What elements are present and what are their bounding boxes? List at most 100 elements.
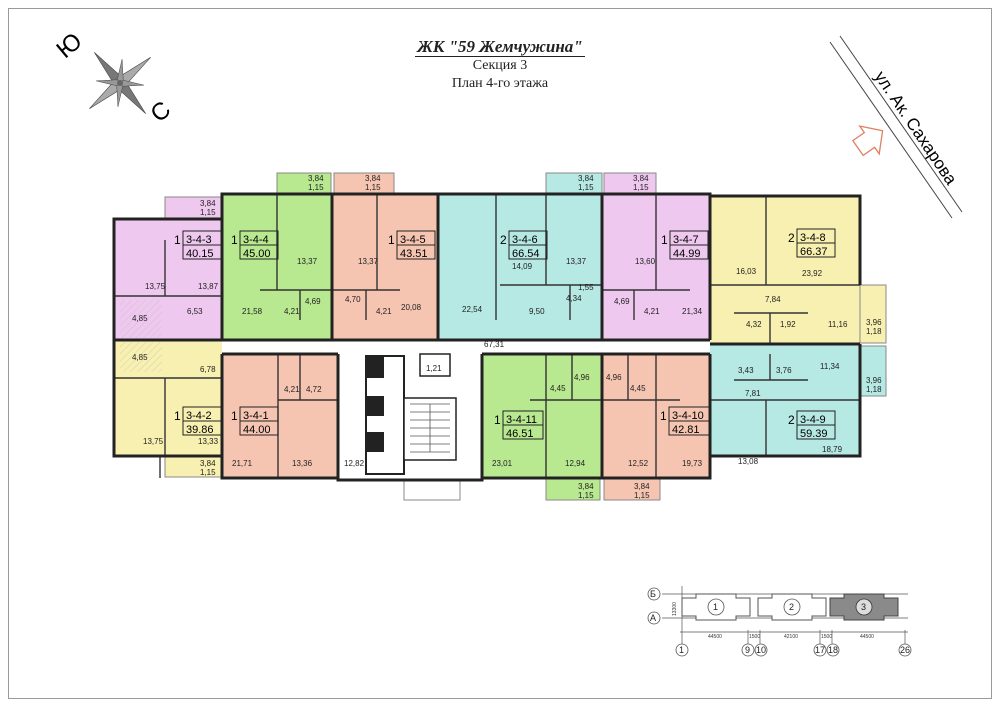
room-area: 13,75 [145,282,166,291]
stair-core-detail [365,353,457,475]
room-area: 4,21 [376,307,392,316]
hatched-slab [120,300,162,338]
balcony-area: 1,15 [633,183,649,192]
balcony-area: 3,84 [634,482,650,491]
drawing-frame [8,8,992,699]
room-area: 13,36 [292,459,313,468]
room-area: 3,43 [738,366,754,375]
key-plan-dim: 44500 [860,634,874,640]
apartment-3-4-11 [482,354,602,478]
room-area: 4,96 [606,373,622,382]
apartment-id: 3-4-3 [186,234,212,246]
room-area: 12,94 [565,459,586,468]
balcony-area: 1,15 [200,468,216,477]
floor-title: План 4-го этажа [451,76,549,91]
room-area: 13,08 [738,457,759,466]
rooms-count: 1 [388,233,395,247]
balcony-area: 1,15 [200,208,216,217]
balcony-3-4-8 [859,284,887,344]
entrance-arrow-icon [851,125,884,157]
hatched-slab [120,342,162,372]
apartment-area: 42.81 [672,424,700,436]
room-area: 20,08 [401,303,422,312]
key-plan-dim: 1500 [821,634,832,640]
rooms-count: 1 [174,409,181,423]
key-plan-dim: 1500 [749,634,760,640]
apartment-id: 3-4-5 [400,234,426,246]
balcony-area: 1,15 [365,183,381,192]
room-area: 1,18 [866,327,882,336]
key-plan-axis: 18 [828,645,838,655]
room-area: 4,69 [305,297,321,306]
room-area: 13,37 [297,257,318,266]
apartment-id: 3-4-10 [672,410,704,422]
room-area: 13,33 [198,437,219,446]
apartment-id: 3-4-11 [506,414,537,426]
room-area: 12,52 [628,459,649,468]
room-area: 4,21 [284,385,300,394]
room-area: 3,96 [866,376,882,385]
rooms-count: 1 [660,409,667,423]
rooms-count: 1 [174,233,181,247]
room-area: 4,45 [630,384,646,393]
room-area: 16,03 [736,267,757,276]
apartment-label-3-4-2: 1 3-4-2 39.86 [174,406,222,436]
apartment-label-3-4-6: 2 3-4-6 66.54 [500,230,548,260]
balcony-area: 3,84 [578,174,594,183]
room-area: 7,84 [765,295,781,304]
section-title: Секция 3 [472,58,528,73]
street-marker: ул. Ак. Сахарова [829,35,963,219]
apartment-area: 66.37 [800,246,828,258]
apartment-area: 39.86 [186,424,214,436]
key-plan-depth: 13300 [672,602,678,616]
room-area: 7,81 [745,389,761,398]
room-area: 13,60 [635,257,656,266]
key-plan-axis: 1 [679,645,684,655]
apartment-area: 40.15 [186,248,214,260]
apartment-id: 3-4-4 [243,234,269,246]
balcony-labels: 3,84 1,15 3,84 1,15 3,84 1,15 3,84 1,15 … [200,174,650,500]
key-plan-section-number: 1 [713,602,718,612]
balcony-area: 3,84 [633,174,649,183]
apartment-label-3-4-4: 1 3-4-4 45.00 [231,230,279,260]
room-area: 4,72 [306,385,322,394]
room-area: 1,92 [780,320,796,329]
key-plan-axis: 26 [900,645,910,655]
apartment-label-3-4-1: 1 3-4-1 44.00 [231,406,279,436]
rooms-count: 2 [788,413,795,427]
apartment-3-4-8 [710,196,860,344]
apartment-label-3-4-7: 1 3-4-7 44.99 [661,230,709,260]
key-plan-axis: 10 [756,645,766,655]
room-area: 9,50 [529,307,545,316]
rooms-count: 1 [494,413,501,427]
room-area: 67,31 [484,340,505,349]
corridor [222,340,710,354]
apartment-area: 66.54 [512,248,540,260]
room-area: 13,37 [358,257,379,266]
rooms-count: 1 [661,233,668,247]
compass-rose-icon: Ю С [52,28,177,128]
room-area: 13,37 [566,257,587,266]
room-area: 4,96 [574,373,590,382]
room-area: 21,34 [682,307,703,316]
apartment-3-4-1 [222,354,338,478]
apartment-area: 44.00 [243,424,271,436]
room-area: 1,21 [426,364,442,373]
apartment-id: 3-4-1 [243,410,269,422]
apartment-id: 3-4-6 [512,234,538,246]
rooms-count: 2 [788,231,795,245]
apartment-area: 44.99 [673,248,701,260]
balcony-area: 3,84 [200,459,216,468]
room-area: 4,70 [345,295,361,304]
room-area: 11,16 [828,320,848,329]
balcony-area: 1,15 [578,183,594,192]
room-area: 4,21 [284,307,300,316]
room-area: 4,32 [746,320,762,329]
key-plan-axis: 9 [745,645,750,655]
key-plan-dim: 44500 [708,634,722,640]
apartment-area: 45.00 [243,248,271,260]
room-area: 3,96 [866,318,882,327]
room-area: 14,09 [512,262,533,271]
